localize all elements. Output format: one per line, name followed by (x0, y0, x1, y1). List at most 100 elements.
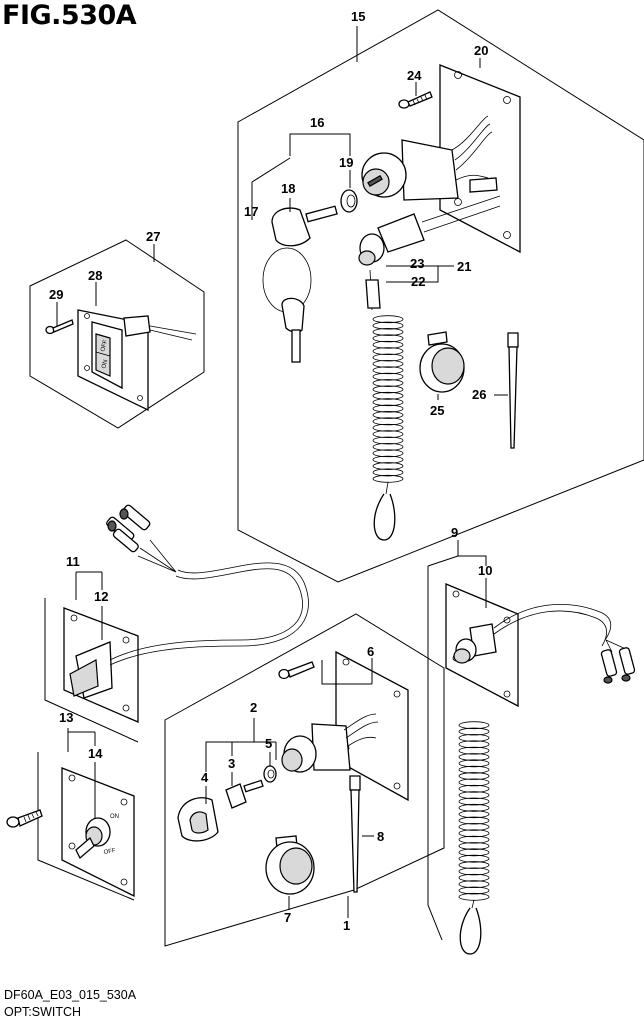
coil-loop (372, 372, 404, 381)
coil-loop (458, 886, 490, 895)
coil-loop (458, 892, 490, 901)
coil-loop (458, 873, 490, 882)
group-15-box (237, 9, 644, 583)
switch-plate-28: OFF ON (77, 309, 197, 412)
coil-loop (458, 733, 490, 742)
screw-13 (6, 809, 43, 828)
coil-loop (372, 462, 404, 470)
stop-switch-21 (358, 195, 501, 311)
callout-26: 26 (472, 387, 486, 402)
figure-title: FIG.530A (2, 0, 137, 31)
key-3 (225, 779, 264, 809)
cap-7 (265, 835, 315, 895)
rocker-switch-12 (63, 607, 139, 723)
coil-loop (372, 391, 404, 400)
coil-loop (372, 334, 404, 343)
callout-21: 21 (457, 259, 471, 274)
coil-loop (458, 727, 490, 736)
callout-2: 2 (250, 700, 257, 715)
coil-loop (458, 721, 490, 730)
callout-10: 10 (478, 563, 492, 578)
coil-loop (372, 340, 404, 349)
coil-loop (372, 366, 404, 375)
wire-harness-11 (106, 504, 309, 666)
coil-loop (372, 359, 404, 368)
lanyard-coil-15 (372, 315, 404, 541)
callout-25: 25 (430, 403, 444, 418)
coil-loop (458, 880, 490, 889)
coil-loop (458, 740, 490, 749)
callout-28: 28 (88, 268, 102, 283)
coil-loop (458, 753, 490, 761)
leader-lines (56, 26, 508, 918)
group-27-box (29, 239, 205, 429)
coil-loop (458, 765, 490, 774)
callout-29: 29 (49, 287, 63, 302)
cap-25 (419, 331, 465, 393)
coil-loop (372, 423, 404, 432)
coil-loop (458, 842, 490, 850)
callout-22: 22 (411, 274, 425, 289)
callout-13: 13 (59, 710, 73, 725)
coil-loop (458, 867, 490, 876)
coil-loop (458, 816, 490, 825)
stop-switch-plate-10 (445, 583, 519, 708)
lanyard-clip (373, 493, 396, 541)
callout-23: 23 (410, 256, 424, 271)
callout-7: 7 (284, 910, 291, 925)
coil-loop (372, 321, 404, 330)
coil-loop (458, 772, 490, 780)
panel-switch-off-text: OFF (100, 339, 109, 352)
coil-loop (458, 810, 490, 819)
nut-19 (340, 189, 358, 213)
callout-27: 27 (146, 229, 160, 244)
callout-24: 24 (407, 68, 422, 83)
key-switch-16 (361, 115, 498, 201)
coil-loop (458, 854, 490, 863)
coil-loop (458, 848, 490, 857)
coil-loop (458, 784, 490, 793)
coil-loop (458, 797, 490, 806)
coil-loop (372, 398, 404, 407)
callout-12: 12 (94, 589, 108, 604)
callout-19: 19 (339, 155, 353, 170)
group-13-box (37, 752, 135, 901)
toggle-on-text: ON (110, 814, 119, 820)
mounting-plate-6 (335, 650, 409, 802)
callout-4: 4 (201, 770, 209, 785)
toggle-off-text: OFF (103, 848, 116, 856)
callout-14: 14 (88, 746, 103, 761)
cable-tie-26 (507, 332, 519, 449)
panel-switch-on-text: ON (101, 359, 109, 369)
callout-3: 3 (228, 756, 235, 771)
coil-loop (458, 803, 490, 812)
nut-5 (263, 765, 277, 783)
callout-5: 5 (265, 736, 272, 751)
coil-loop (372, 442, 404, 451)
coil-loop (372, 417, 404, 426)
callout-6: 6 (367, 644, 374, 659)
coil-loop (458, 835, 490, 844)
figure-subtitle: OPT:SWITCH (4, 1005, 82, 1019)
coil-loop (372, 385, 404, 394)
key-fob-4 (177, 797, 219, 842)
callout-20: 20 (474, 43, 488, 58)
figure-code: DF60A_E03_015_530A (4, 988, 137, 1002)
coil-loop (458, 861, 490, 869)
coil-loop (372, 455, 404, 464)
toggle-switch-14: ON OFF (61, 767, 135, 898)
lanyard-cord (385, 481, 389, 495)
callout-8: 8 (377, 829, 384, 844)
lanyard-cord (471, 899, 475, 909)
screw-29 (45, 319, 74, 335)
coil-loop (372, 347, 404, 356)
coil-loop (458, 829, 490, 838)
screw-6 (278, 661, 315, 680)
lanyard-coil-9 (458, 721, 490, 955)
coil-loop (372, 315, 404, 324)
callout-17: 17 (244, 204, 258, 219)
group-1-box (164, 613, 445, 947)
coil-loop (372, 411, 404, 419)
coil-loop (372, 468, 404, 477)
